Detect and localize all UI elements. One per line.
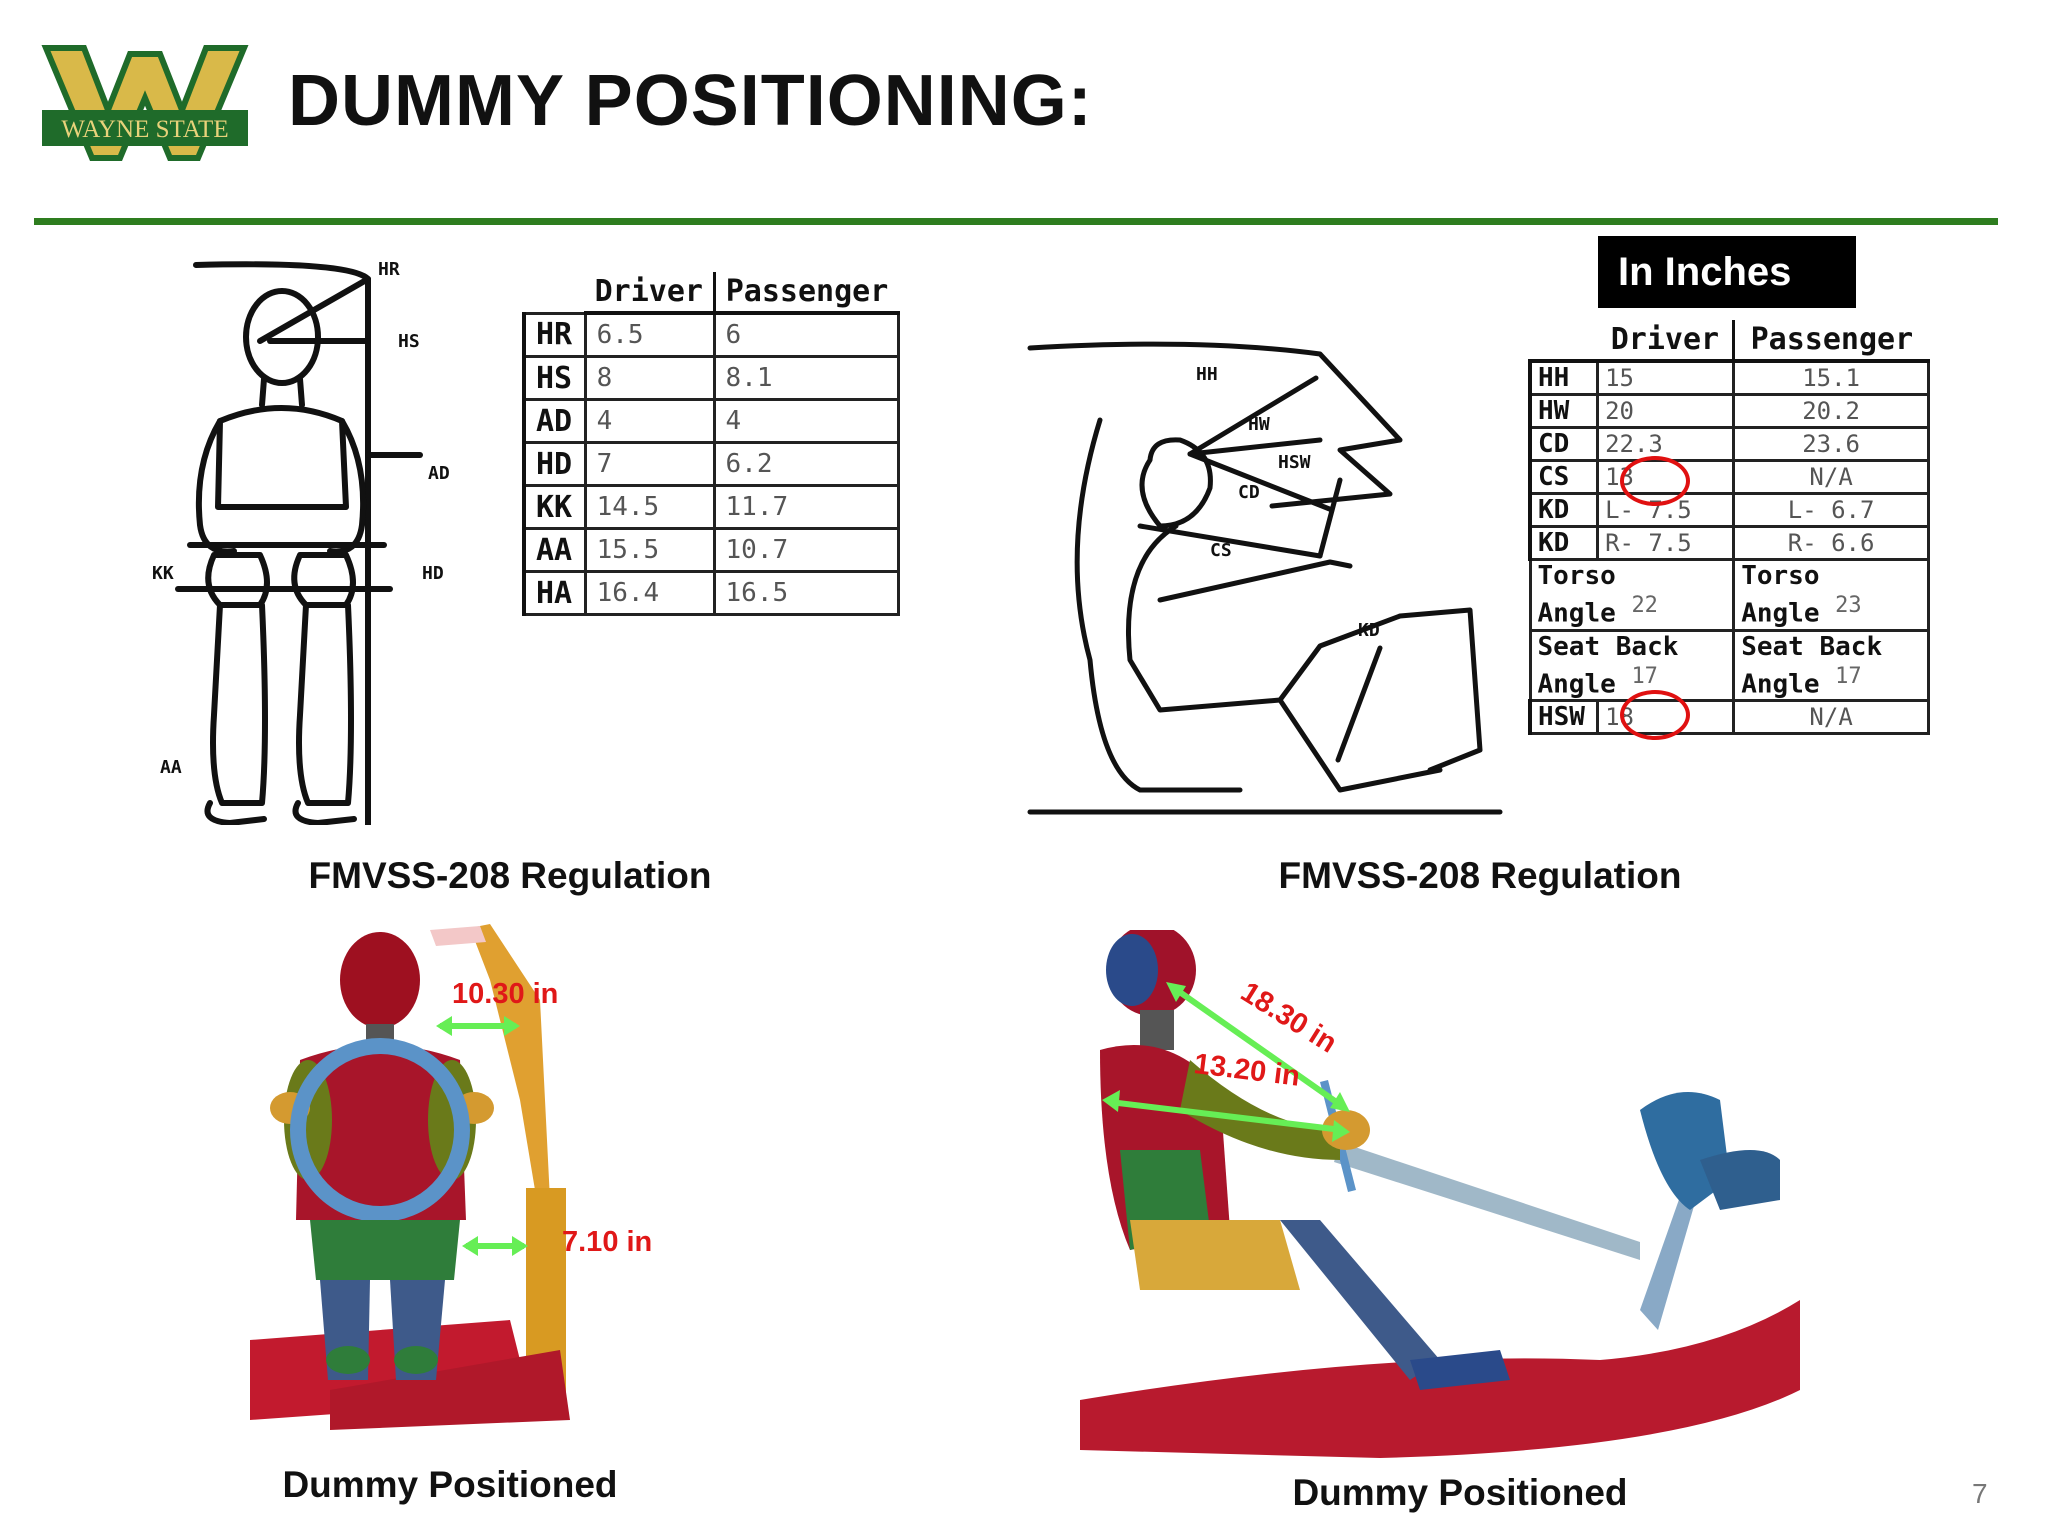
row-code: HA <box>521 570 587 616</box>
seat-back-passenger-value: 17 <box>1835 663 1862 689</box>
label-cs: CS <box>1210 540 1232 561</box>
row-code: HR <box>521 311 587 358</box>
caption-positioned-side: Dummy Positioned <box>1292 1472 1628 1513</box>
row-passenger-value: N/A <box>1732 459 1930 495</box>
row-driver-value: 14.5 <box>583 484 716 530</box>
table-row-torso: Torso Angle 22 Torso Angle 23 <box>1528 558 1930 632</box>
column-header-passenger: Passenger <box>714 272 899 315</box>
row-code: HD <box>521 441 587 487</box>
row-driver-value: 15 <box>1596 359 1736 396</box>
row-code: KK <box>521 484 587 530</box>
row-code: CD <box>1528 426 1600 462</box>
label-hd: HD <box>422 563 444 584</box>
torso-driver-value: 22 <box>1631 593 1658 618</box>
row-passenger-value: 23.6 <box>1732 426 1930 462</box>
row-passenger-value: 20.2 <box>1732 393 1930 429</box>
row-passenger-value: 8.1 <box>712 355 901 401</box>
row-passenger-value: 6 <box>712 311 901 358</box>
torso-driver-cell: Torso Angle 22 <box>1528 558 1736 632</box>
row-driver-value: 15.5 <box>583 527 716 573</box>
label-hw: HW <box>1248 414 1270 435</box>
seat-back-driver-value: 17 <box>1631 663 1658 689</box>
row-passenger-value: L- 6.7 <box>1732 492 1930 528</box>
row-driver-value: 6.5 <box>583 311 716 358</box>
wayne-state-logo: WAYNE STATE <box>41 45 249 161</box>
seat-back-driver-cell: Seat Back Angle 17 <box>1528 628 1736 703</box>
row-driver-value: 8 <box>583 355 716 401</box>
seat-back-passenger-cell: Seat Back Angle 17 <box>1732 628 1930 703</box>
page-title: DUMMY POSITIONING: <box>288 61 1093 141</box>
row-code: KD <box>1528 525 1600 561</box>
caption-positioned-front: Dummy Positioned <box>282 1464 618 1505</box>
logo-text: WAYNE STATE <box>61 116 228 143</box>
label-hh: HH <box>1196 364 1218 385</box>
label-cd: CD <box>1238 482 1260 503</box>
torso-passenger-value: 23 <box>1835 593 1862 618</box>
table-row-hsw: HSW 18 N/A <box>1528 699 1930 736</box>
column-header-driver: Driver <box>585 272 716 315</box>
row-code: HS <box>521 355 587 401</box>
label-hr: HR <box>378 259 400 280</box>
label-hs: HS <box>398 331 420 352</box>
row-driver-value: 7 <box>583 441 716 487</box>
row-passenger-value: 11.7 <box>712 484 901 530</box>
measurement-front-head: 10.30 in <box>452 978 559 1010</box>
row-code: HH <box>1528 359 1600 396</box>
measurement-front-knee: 7.10 in <box>562 1226 653 1258</box>
row-driver-value: 4 <box>583 398 716 444</box>
row-passenger-value: 10.7 <box>712 527 901 573</box>
label-hsw: HSW <box>1278 452 1311 473</box>
row-passenger-value: 6.2 <box>712 441 901 487</box>
caption-regulation-front: FMVSS-208 Regulation <box>308 855 712 896</box>
row-code: AA <box>521 527 587 573</box>
row-driver-value: 22.3 <box>1596 426 1736 462</box>
label-aa: AA <box>160 757 182 778</box>
row-driver-value: 16.4 <box>583 570 716 616</box>
row-passenger-value: R- 6.6 <box>1732 525 1930 561</box>
column-header-driver: Driver <box>1597 320 1736 363</box>
row-code: HW <box>1528 393 1600 429</box>
front-positioned-dummy-render <box>250 924 570 1430</box>
highlight-circle-cs <box>1620 456 1690 506</box>
row-code: KD <box>1528 492 1600 528</box>
table-row-seat-back: Seat Back Angle 17 Seat Back Angle 17 <box>1528 628 1930 703</box>
front-view-dummy-diagram: HR HS AD KK HD AA <box>152 259 450 825</box>
row-passenger-value: 15.1 <box>1732 359 1930 396</box>
row-passenger-value: 16.5 <box>712 570 901 616</box>
label-kk: KK <box>152 563 174 584</box>
label-kd: KD <box>1358 620 1380 641</box>
title-divider <box>34 218 1998 225</box>
row-driver-value: R- 7.5 <box>1596 525 1736 561</box>
page-number: 7 <box>1972 1478 1988 1509</box>
side-view-dummy-diagram: HH HW HSW CD CS KD <box>1027 341 1503 815</box>
highlight-circle-hsw <box>1620 690 1690 740</box>
row-passenger-value: 4 <box>712 398 901 444</box>
column-header-passenger: Passenger <box>1733 320 1929 363</box>
side-positioned-dummy-render <box>1080 930 1800 1458</box>
caption-regulation-side: FMVSS-208 Regulation <box>1278 855 1682 896</box>
units-badge: In Inches <box>1598 236 1856 308</box>
row-code: CS <box>1528 459 1600 495</box>
label-ad: AD <box>428 463 450 484</box>
row-driver-value: 20 <box>1596 393 1736 429</box>
row-code: AD <box>521 398 587 444</box>
torso-passenger-cell: Torso Angle 23 <box>1732 558 1930 632</box>
